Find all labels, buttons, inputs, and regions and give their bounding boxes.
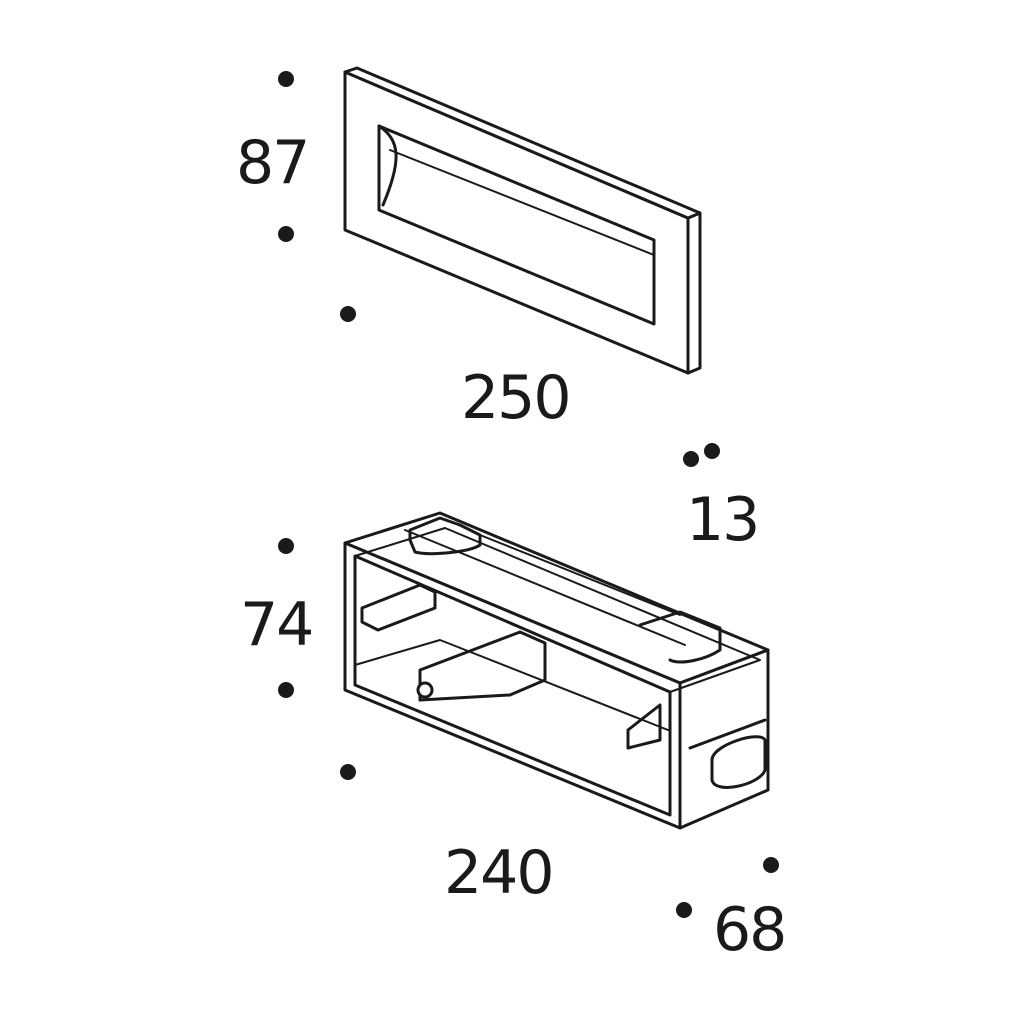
dim-dot-box-height-bottom: [278, 682, 294, 698]
dimension-markers: [278, 71, 779, 918]
box-terminal-block: [418, 630, 547, 702]
box-top-clip-right: [638, 610, 722, 664]
dim-dot-cover-depth-b: [704, 443, 720, 459]
dim-box-width: 240: [444, 838, 553, 908]
dim-dot-box-height-top: [278, 538, 294, 554]
box-front-frame: [343, 541, 682, 830]
box-corner-bracket: [626, 703, 662, 750]
dim-cover-depth: 13: [686, 485, 758, 555]
dim-box-depth: 68: [713, 895, 785, 965]
cover-louvre: [377, 124, 398, 207]
dim-dot-box-depth-b: [676, 902, 692, 918]
cover-plate: [343, 66, 702, 375]
box-top-clip-left: [408, 516, 482, 556]
dim-dot-box-width-left: [340, 764, 356, 780]
dim-dot-cover-height-bottom: [278, 226, 294, 242]
box-terminal-top: [360, 583, 437, 632]
dim-dot-cover-height-top: [278, 71, 294, 87]
cover-louvre-edge: [389, 149, 655, 256]
cover-top-edge: [343, 66, 702, 220]
box-side-clip: [688, 718, 767, 789]
box-inner-opening: [353, 554, 672, 817]
dim-box-height: 74: [240, 590, 312, 660]
box-inner-back: [354, 527, 761, 693]
dim-dot-cover-width-left: [340, 306, 356, 322]
dim-cover-height: 87: [236, 128, 308, 198]
cover-side-edge: [686, 211, 702, 375]
box-inner-floor: [354, 639, 669, 731]
cover-opening: [377, 124, 656, 326]
box-side-face: [678, 648, 770, 830]
box-terminal-screw: [416, 681, 434, 699]
dim-cover-width: 250: [461, 363, 570, 433]
dim-dot-box-depth-a: [763, 857, 779, 873]
cover-front-face: [343, 70, 690, 375]
dim-dot-cover-depth-a: [683, 451, 699, 467]
recessed-box: [343, 511, 770, 830]
box-top-rib: [404, 529, 686, 646]
